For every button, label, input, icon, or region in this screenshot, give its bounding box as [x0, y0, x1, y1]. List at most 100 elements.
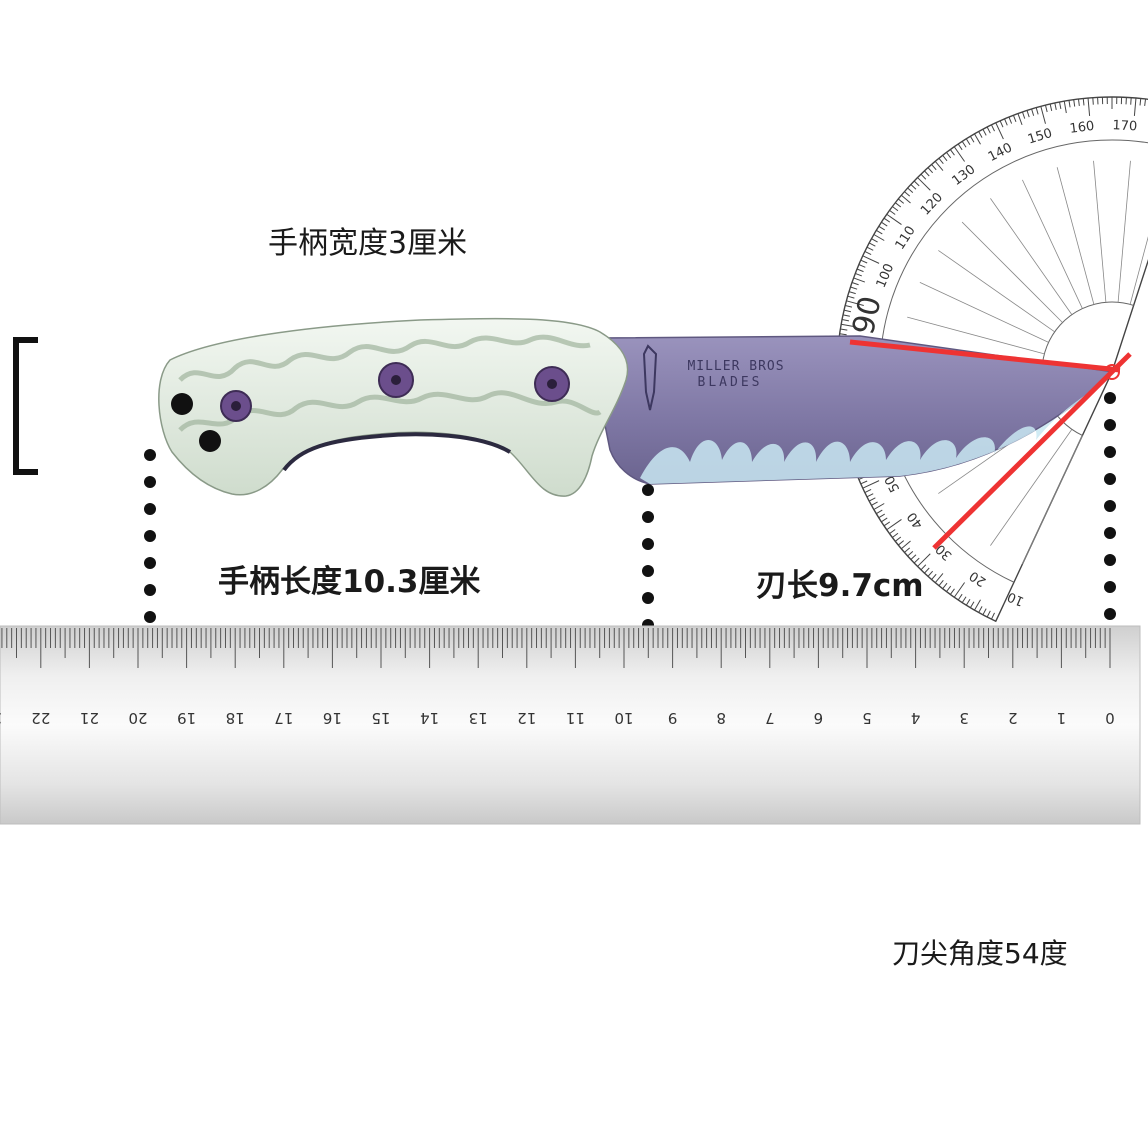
- handle-liner: [282, 432, 512, 472]
- protractor-tick: [1073, 99, 1076, 107]
- protractor-label: 170: [1112, 118, 1138, 134]
- protractor-radial-line: [1129, 236, 1148, 305]
- guide-dot: [1104, 554, 1116, 566]
- protractor-tick: [858, 264, 866, 268]
- protractor-radial-line: [1056, 167, 1095, 305]
- guide-dot: [1104, 392, 1116, 404]
- handle-length-label: 手柄长度10.3厘米: [218, 564, 481, 600]
- protractor-label: 150: [1026, 126, 1054, 148]
- ruler-number: 15: [371, 709, 390, 727]
- guide-dot: [1104, 419, 1116, 431]
- protractor-tick: [965, 138, 971, 145]
- ruler-number: 14: [420, 709, 439, 727]
- protractor-tick: [1087, 98, 1091, 117]
- protractor-tick: [974, 599, 981, 611]
- protractor-tick: [978, 131, 983, 138]
- protractor-tick: [892, 532, 899, 538]
- protractor-tick: [1017, 113, 1023, 126]
- protractor-tick: [868, 497, 876, 502]
- protractor-tick: [873, 503, 885, 510]
- protractor-tick: [982, 128, 987, 136]
- protractor-tick: [957, 143, 963, 151]
- protractor-tick: [907, 550, 914, 557]
- guide-dot: [144, 557, 156, 569]
- protractor-tick: [901, 194, 911, 204]
- protractor-tick: [931, 573, 937, 580]
- protractor-tick: [847, 295, 855, 299]
- protractor-inner-arc: [879, 139, 1148, 583]
- guide-dot: [144, 449, 156, 461]
- protractor-tick: [949, 588, 955, 595]
- protractor-tick: [897, 540, 905, 546]
- ruler-number: 16: [323, 709, 342, 727]
- protractor-tick: [886, 518, 902, 531]
- ruler-number: 4: [911, 709, 921, 727]
- protractor-tick: [853, 277, 866, 283]
- protractor-tick: [942, 582, 948, 590]
- protractor-tick: [924, 567, 930, 574]
- protractor-tick: [839, 333, 847, 336]
- protractor-label: 90: [846, 293, 889, 338]
- protractor-radial-line: [990, 198, 1073, 315]
- protractor-tick: [1139, 98, 1142, 106]
- guide-dot: [1104, 446, 1116, 458]
- ruler-number: 9: [668, 709, 678, 727]
- ruler-number: 2: [1008, 709, 1018, 727]
- handle-width-label: 手柄宽度3厘米: [268, 226, 468, 261]
- guide-dot: [144, 611, 156, 623]
- protractor-tick: [889, 529, 896, 535]
- protractor-tick: [878, 225, 885, 231]
- guide-dot: [144, 476, 156, 488]
- protractor-tick: [938, 157, 944, 165]
- ruler-number: 7: [765, 709, 775, 727]
- width-bracket: [13, 337, 38, 475]
- protractor-tick: [953, 146, 966, 162]
- tip-angle-line-upper: [849, 339, 1121, 373]
- protractor-tick: [969, 601, 975, 608]
- protractor-tick: [934, 161, 944, 171]
- protractor-tick: [1026, 110, 1030, 118]
- ruler-number: 21: [80, 709, 99, 727]
- protractor-radial-line: [1117, 160, 1131, 303]
- knife: MILLER BROS BLADES: [158, 317, 1116, 497]
- guide-dot: [144, 584, 156, 596]
- protractor-tick: [927, 167, 934, 174]
- protractor-tick: [840, 328, 848, 331]
- protractor-label: 50: [882, 473, 903, 495]
- handle-screw: [534, 366, 570, 402]
- guide-dot: [1104, 500, 1116, 512]
- protractor-tick: [990, 612, 995, 620]
- ruler-body: [0, 625, 1141, 825]
- protractor-tick: [995, 604, 1004, 622]
- protractor-tick: [860, 259, 868, 264]
- ruler-number: 11: [566, 709, 585, 727]
- tip-angle-line-lower: [932, 352, 1132, 550]
- protractor-tick: [924, 170, 930, 177]
- protractor-tick: [917, 553, 931, 567]
- protractor-tick: [1059, 101, 1062, 110]
- tip-angle-label: 刀尖角度54度: [892, 937, 1068, 970]
- guide-dot: [1104, 527, 1116, 539]
- protractor-tick: [1144, 98, 1147, 107]
- protractor-tick: [907, 187, 914, 194]
- protractor-tick: [866, 493, 874, 498]
- protractor-tick: [917, 177, 931, 191]
- protractor-tick: [1021, 111, 1026, 119]
- blade-length-label: 刃长9.7cm: [756, 568, 924, 604]
- guide-dot: [1104, 473, 1116, 485]
- protractor-tick: [961, 596, 967, 603]
- protractor-tick: [855, 272, 862, 277]
- guide-dot: [642, 511, 654, 523]
- protractor-tick: [901, 540, 911, 550]
- protractor-tick: [868, 242, 876, 247]
- protractor-tick: [843, 309, 851, 313]
- lanyard-hole-top: [171, 393, 193, 415]
- protractor-tick: [862, 480, 880, 489]
- protractor-tick: [931, 164, 937, 171]
- protractor-tick: [845, 304, 853, 308]
- ruler-number: 18: [226, 709, 245, 727]
- guide-dot: [642, 538, 654, 550]
- protractor-tick: [1049, 103, 1053, 111]
- guide-dot: [144, 530, 156, 542]
- ruler-number: 17: [274, 709, 293, 727]
